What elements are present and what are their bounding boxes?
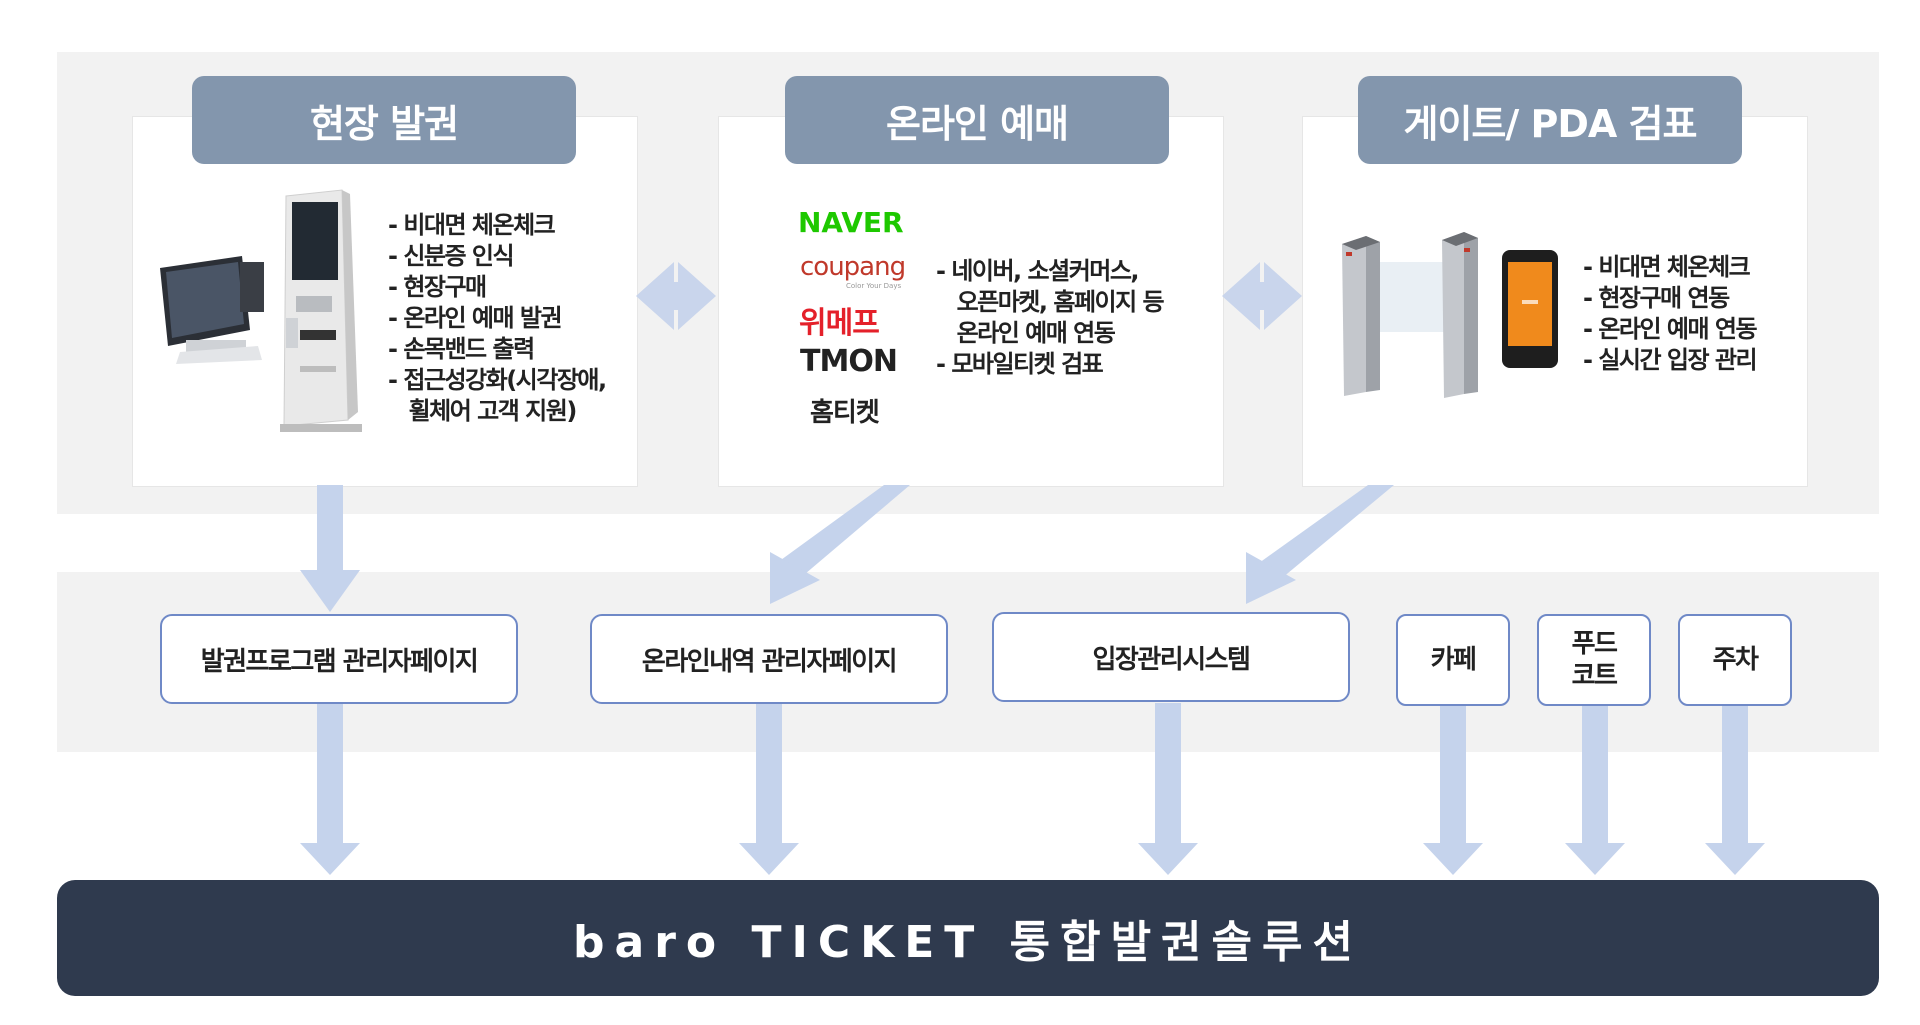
feature-item: 온라인 예매 연동 <box>936 319 1116 347</box>
gate-feature-list: - 비대면 체온체크 - 현장구매 연동 - 온라인 예매 연동 - 실시간 입… <box>1583 252 1758 376</box>
baro-ticket-solution-bar: baro TICKET 통합발권솔루션 <box>57 880 1879 996</box>
pda-device-icon <box>1502 250 1558 368</box>
cafe-box: 카페 <box>1396 614 1510 706</box>
arrow-card2-to-system <box>770 485 910 604</box>
online-booking-card <box>718 116 1224 487</box>
ticketing-admin-page-box: 발권프로그램 관리자페이지 <box>160 614 518 704</box>
tmon-logo: TMON <box>800 344 898 379</box>
online-feature-list: - 네이버, 소셜커머스, 오픈마켓, 홈페이지 등 온라인 예매 연동 - 모… <box>936 256 1165 380</box>
coupang-logo: coupang <box>800 252 906 282</box>
double-arrow-icon <box>1222 262 1302 330</box>
feature-item: - 실시간 입장 관리 <box>1583 346 1758 374</box>
feature-item: - 현장구매 <box>388 273 487 301</box>
online-history-admin-page-box: 온라인내역 관리자페이지 <box>590 614 948 704</box>
arrows-to-solution <box>300 703 1765 875</box>
feature-item: 휠체어 고객 지원) <box>388 397 578 425</box>
feature-item: - 네이버, 소셜커머스, <box>936 257 1140 285</box>
section-header-onsite: 현장 발권 <box>192 76 576 164</box>
feature-item: - 손목밴드 출력 <box>388 335 535 363</box>
feature-item: - 신분증 인식 <box>388 242 515 270</box>
entry-management-system-box: 입장관리시스템 <box>992 612 1350 702</box>
section-header-online: 온라인 예매 <box>785 76 1169 164</box>
feature-item: - 온라인 예매 연동 <box>1583 315 1758 343</box>
coupang-tagline: Color Your Days <box>846 282 902 290</box>
speed-gate-icon <box>1342 232 1478 398</box>
double-arrow-icon <box>636 262 716 330</box>
arrow-card1-to-system <box>300 485 360 612</box>
feature-item: 오픈마켓, 홈페이지 등 <box>936 288 1165 316</box>
naver-logo: NAVER <box>798 206 904 239</box>
kiosk-icon <box>280 189 362 432</box>
feature-item: - 비대면 체온체크 <box>1583 253 1751 281</box>
feature-item: - 비대면 체온체크 <box>388 211 556 239</box>
feature-item: - 온라인 예매 발권 <box>388 304 563 332</box>
food-court-box: 푸드 코트 <box>1537 614 1651 706</box>
arrow-card3-to-system <box>1246 485 1394 604</box>
wemakeprice-logo: 위메프 <box>799 306 880 341</box>
onsite-feature-list: - 비대면 체온체크 - 신분증 인식 - 현장구매 - 온라인 예매 발권 -… <box>388 210 607 427</box>
parking-box: 주차 <box>1678 614 1792 706</box>
pos-terminal-icon <box>160 256 264 364</box>
feature-item: - 모바일티켓 검표 <box>936 350 1104 378</box>
section-header-gate-pda: 게이트/ PDA 검표 <box>1358 76 1742 164</box>
hometicket-logo: 홈티켓 <box>810 398 880 428</box>
feature-item: - 접근성강화(시각장애, <box>388 366 607 394</box>
feature-item: - 현장구매 연동 <box>1583 284 1730 312</box>
